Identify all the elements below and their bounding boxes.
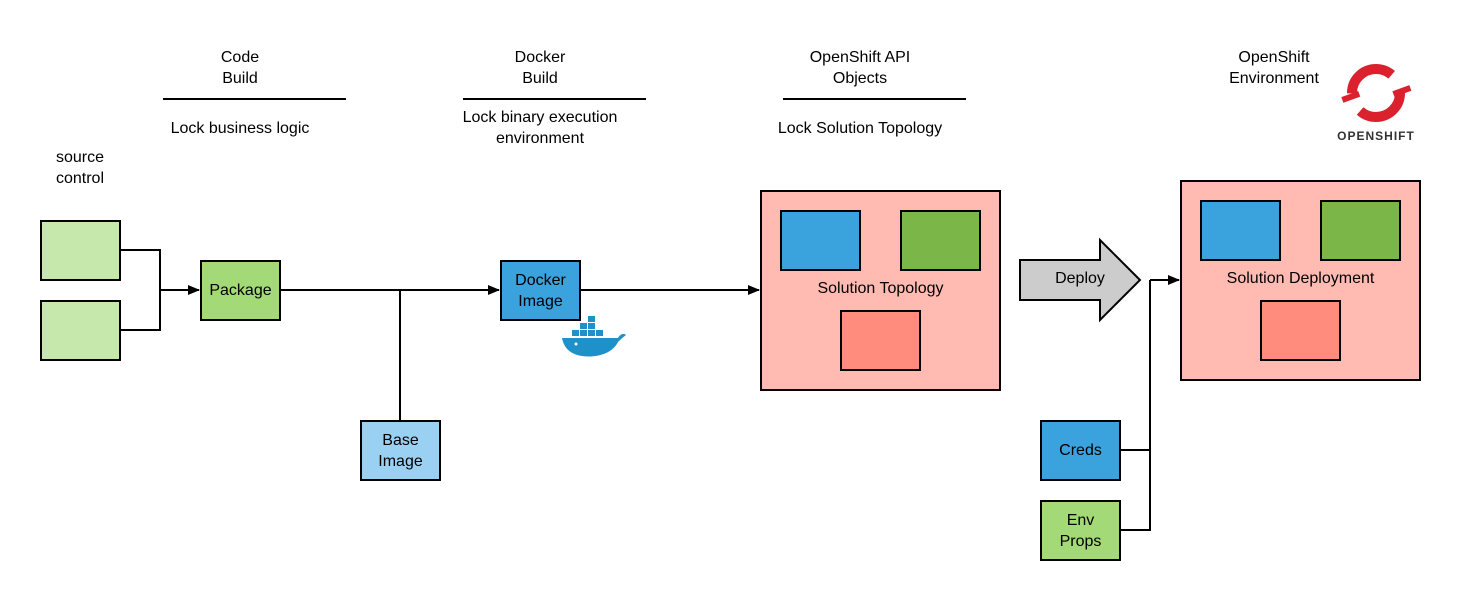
docker-image-node: Docker Image [500,260,581,321]
deploy-label: Deploy [1055,270,1105,287]
connector-env-props [1120,280,1151,531]
stage-title-docker-build: Docker Build [514,49,566,87]
connector-source1-package [120,249,161,290]
source-control-label: source control [55,149,105,187]
deployment-red-component [1260,300,1341,361]
openshift-logo-icon [1341,64,1412,122]
openshift-logo-text: OPENSHIFT [1337,129,1415,143]
source-repo-box [40,300,121,361]
base-image-node: Base Image [360,420,441,481]
docker-whale-icon [562,316,626,357]
stage-subtitle-docker-build: Lock binary execution environment [462,109,618,147]
source-repo-box [40,220,121,281]
deployment-blue-component [1200,200,1281,261]
stage-divider-docker-build [463,98,646,100]
stage-title-openshift-env: OpenShift Environment [1229,49,1319,87]
solution-deployment-label: Solution Deployment [1226,270,1375,287]
topology-green-component [900,210,981,271]
deploy-arrow [1019,237,1142,323]
connector-source2-package [120,290,161,331]
stage-title-code-build: Code Build [220,49,260,87]
solution-topology-label: Solution Topology [817,280,944,297]
env-props-node: Env Props [1040,500,1121,561]
deployment-green-component [1320,200,1401,261]
stage-divider-code-build [163,98,346,100]
topology-blue-component [780,210,861,271]
topology-red-component [840,310,921,371]
creds-node: Creds [1040,420,1121,481]
package-node: Package [200,260,281,321]
stage-divider-openshift-api [783,98,966,100]
stage-subtitle-code-build: Lock business logic [170,120,310,137]
stage-subtitle-openshift-api: Lock Solution Topology [777,120,943,137]
stage-title-openshift-api: OpenShift API Objects [809,49,911,87]
